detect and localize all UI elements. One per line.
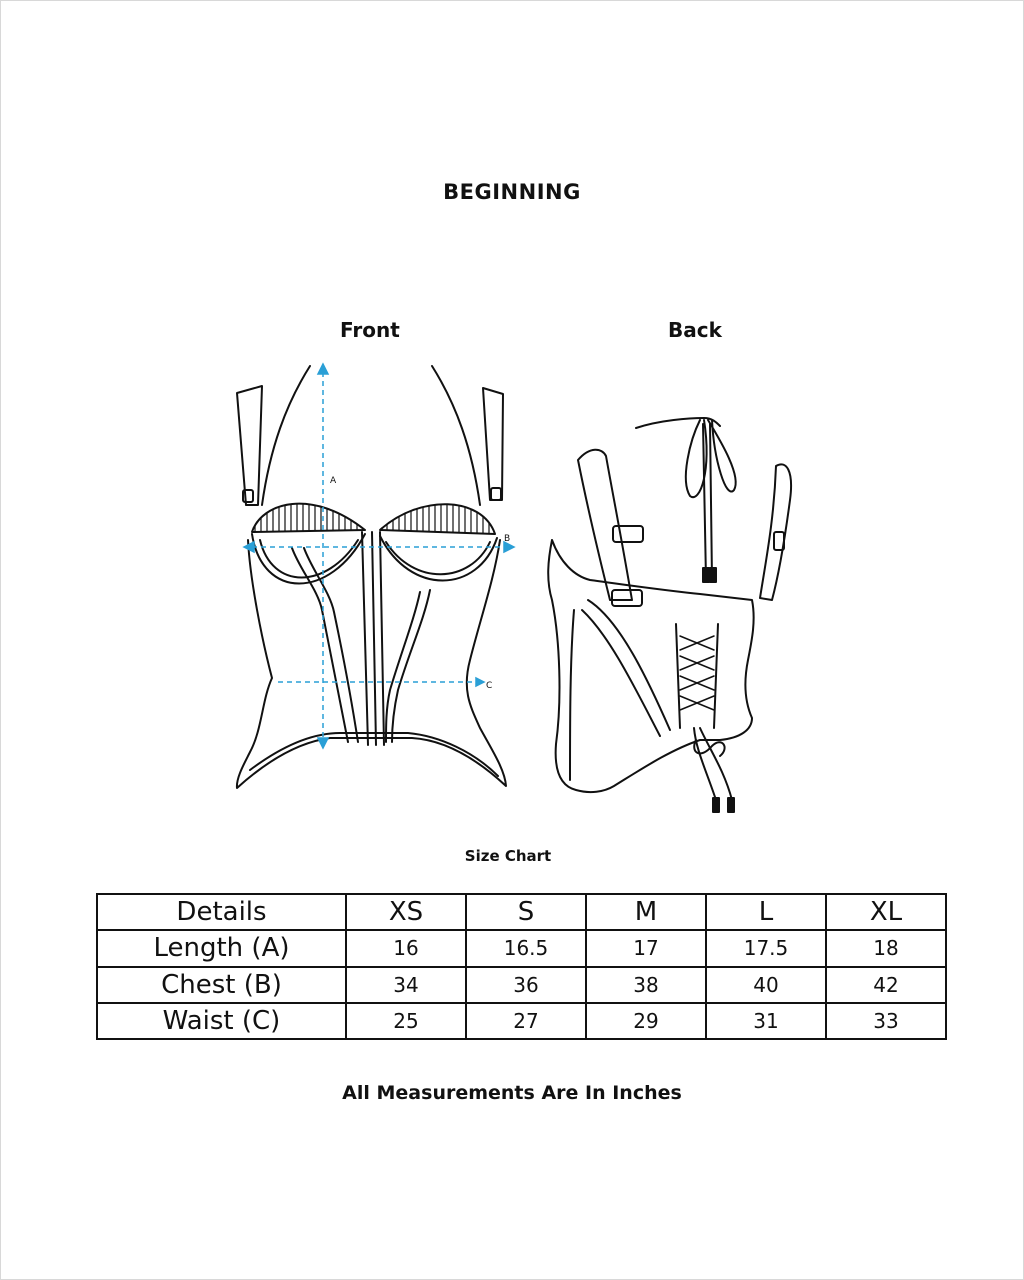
waist-s-cell: 27: [465, 1001, 587, 1041]
marker-b-label: B: [504, 534, 510, 544]
length-s-cell: 16.5: [465, 929, 587, 968]
marker-a-label: A: [330, 476, 337, 486]
header-size-xs: XS: [345, 892, 467, 932]
length-l-cell: 17.5: [705, 929, 827, 968]
back-view-sketch: [547, 417, 792, 813]
measurement-unit-note: All Measurements Are In Inches: [342, 1082, 682, 1104]
chest-xl-cell: 42: [825, 965, 947, 1004]
page-title: BEGINNING: [443, 180, 581, 204]
table-row-waist: Waist (C) 25 27 29 31 33: [96, 1001, 947, 1041]
table-row-chest: Chest (B) 34 36 38 40 42: [96, 965, 947, 1004]
size-chart-table: Details XS S M L XL Length (A) 16 16.5 1…: [96, 892, 947, 1041]
chest-s-cell: 36: [465, 965, 587, 1004]
header-size-s: S: [465, 892, 587, 932]
chest-m-cell: 38: [585, 965, 707, 1004]
marker-c-label: C: [486, 681, 492, 691]
size-chart-caption: Size Chart: [464, 847, 552, 865]
chest-l-cell: 40: [705, 965, 827, 1004]
back-view-label: Back: [668, 318, 722, 342]
measurement-markers: [242, 362, 516, 750]
waist-xs-cell: 25: [345, 1001, 467, 1041]
length-xs-cell: 16: [345, 929, 467, 968]
length-m-cell: 17: [585, 929, 707, 968]
row-label-waist: Waist (C): [96, 1001, 347, 1041]
length-xl-cell: 18: [825, 929, 947, 968]
header-size-m: M: [585, 892, 707, 932]
front-view-sketch: [235, 365, 507, 789]
row-label-length: Length (A): [96, 929, 347, 968]
chest-xs-cell: 34: [345, 965, 467, 1004]
header-details: Details: [96, 892, 347, 932]
front-view-label: Front: [340, 318, 400, 342]
waist-m-cell: 29: [585, 1001, 707, 1041]
table-row-length: Length (A) 16 16.5 17 17.5 18: [96, 929, 947, 968]
row-label-chest: Chest (B): [96, 965, 347, 1004]
waist-xl-cell: 33: [825, 1001, 947, 1041]
waist-l-cell: 31: [705, 1001, 827, 1041]
table-header-row: Details XS S M L XL: [96, 892, 947, 932]
header-size-l: L: [705, 892, 827, 932]
header-size-xl: XL: [825, 892, 947, 932]
garment-illustration: A B C: [235, 362, 792, 813]
